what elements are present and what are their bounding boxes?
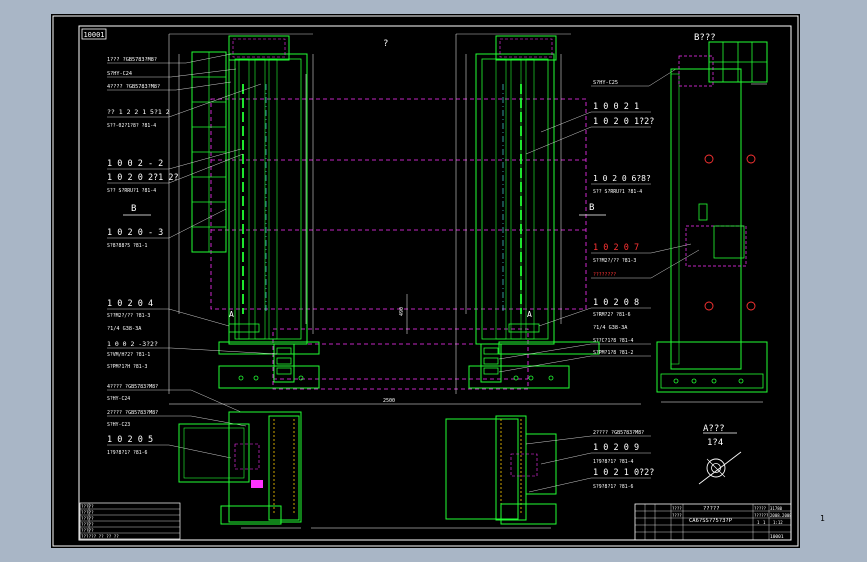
view-label-top: ? <box>383 39 388 49</box>
callout-r6-part: ???????? <box>593 272 616 278</box>
title-block-title: ????? <box>703 506 720 512</box>
callout-l13-label: S?HY-C23 <box>107 422 130 428</box>
view-b-title: B??? <box>694 33 716 43</box>
outer-frame <box>52 15 799 547</box>
view-b: B??? <box>656 33 768 403</box>
drawing-sheet[interactable]: 10001 <box>51 14 800 548</box>
callout-r9-label: S?PM?1?8 ?81-2 <box>593 350 634 356</box>
callout-r8-part: ?1/4 G38-3A <box>593 325 628 331</box>
section-mark-b-left: B <box>131 204 136 214</box>
title-block-cell-6: 1 <box>757 520 760 525</box>
callout-l5-part: 1 0 0 2 - 2 <box>107 159 163 169</box>
callout-r4-part: 1 0 2 0 6?8? <box>593 174 651 183</box>
title-block-cell-8: 1:12 <box>773 520 783 525</box>
title-block-cell-5: 2008.2008 <box>770 513 792 518</box>
revision-block: ????? ????? ????? ????? ????? ?????? ?? … <box>79 502 181 540</box>
callout-l10-label: S?VM/H?2? ?81-1 <box>107 352 150 358</box>
drawing-number: 10001 <box>770 534 784 540</box>
sheet-id-box <box>81 28 107 40</box>
section-mark-a-left: A <box>229 310 234 319</box>
callout-l6-label: S?? S?RRU?1 ?81-4 <box>107 188 156 194</box>
svg-text:490: 490 <box>399 307 405 316</box>
callout-r5-part: 1 0 2 0 7 <box>593 243 639 253</box>
rev-row-5: ????? <box>81 528 94 533</box>
title-block-cell-3: ???? <box>672 513 682 518</box>
callout-r2-part: 1 0 0 2 1 <box>593 102 639 112</box>
callout-r11-part: 1 0 2 0 9 <box>593 443 639 453</box>
rev-row-3: ????? <box>81 516 94 521</box>
callout-l6-part: 1 0 2 0 2?1 2? <box>107 173 179 183</box>
left-callouts: 1??? ?GB5783?M8? S?HY-C24 4???? ?GB5783?… <box>107 53 278 459</box>
callout-r12-label: S?9?8?1? ?81-6 <box>593 484 634 490</box>
callout-r7-label: S?RM?2? ?81-6 <box>593 312 631 318</box>
section-mark-b-right: B <box>589 203 594 213</box>
callout-l9-part: ?1/4 G38-3A <box>107 326 142 332</box>
right-assembly: S?HY-C25 1 0 0 2 1 1 0 2 0 1?2? 1 0 2 0 … <box>311 33 700 529</box>
rev-row-2: ????? <box>81 510 94 515</box>
page-mark: 1 <box>820 514 825 523</box>
callout-r4-label: S?? S?RRU?1 ?81-4 <box>593 189 642 195</box>
callout-r3-part: 1 0 2 0 1?2? <box>593 117 654 127</box>
callout-r8-label: S??C?1?8 ?81-4 <box>593 338 634 344</box>
callout-l10-part: 1 0 0 2 -3?2? <box>107 340 158 348</box>
callout-l4-part: ?? 1 2 2 1 5?1 2 <box>107 108 170 116</box>
section-a-title: A??? <box>703 424 725 434</box>
section-mark-a-right: A <box>527 310 532 319</box>
title-block-cell-2: 31780 <box>770 506 783 511</box>
callout-l7-label: S?8?88?5 ?81-1 <box>107 243 148 249</box>
callout-r12-part: 1 0 2 1 0?2? <box>593 468 654 478</box>
title-block: ????? CA6?SS?75?3?P ???? ????? 31780 ???… <box>634 503 792 541</box>
title-block-cell-4: ?????? <box>754 513 769 518</box>
callout-l8-label: S??M2?/?? ?81-3 <box>107 313 150 319</box>
rev-row-4: ????? <box>81 522 94 527</box>
callout-l12-label: S?HY-C24 <box>107 396 130 402</box>
callout-l8-part: 1 0 2 0 4 <box>107 299 153 309</box>
title-block-cell-1: ????? <box>754 506 767 511</box>
callout-r11-label: 1?9?8?1? ?81-4 <box>593 459 634 465</box>
section-a-scale: 1?4 <box>707 438 723 448</box>
right-callouts: S?HY-C25 1 0 0 2 1 1 0 2 0 1?2? 1 0 2 0 … <box>498 68 700 493</box>
callout-l11-label: S?PM?1?H ?81-3 <box>107 364 148 370</box>
inner-frame <box>78 25 792 541</box>
rev-row-1: ????? <box>81 504 94 509</box>
rev-row-6: ?????? ?? ?? ?? <box>81 534 119 539</box>
svg-text:2500: 2500 <box>383 398 395 404</box>
callout-l12-part: 4???? ?GB5783?M8? <box>107 384 158 390</box>
callout-l14-label: 1?9?8?1? ?81-6 <box>107 450 148 456</box>
title-block-subtitle: CA6?SS?75?3?P <box>689 518 733 524</box>
drawing-svg: 10001 <box>52 15 799 547</box>
callout-l3-part: 4???? ?GB5783?M8? <box>107 84 160 90</box>
callout-l2-label: S?HY-C24 <box>107 71 132 77</box>
callout-l7-part: 1 0 2 0 - 3 <box>107 228 163 238</box>
callout-r5-label: S??M2?/?? ?81-3 <box>593 258 636 264</box>
title-block-cell-0: ???? <box>672 506 682 511</box>
title-block-cell-7: 1 <box>763 520 766 525</box>
callout-l1-part: 1??? ?GB5783?M8? <box>107 57 157 63</box>
left-assembly: 490 2500 1??? ?GB5783?M8? S?HY-C24 4????… <box>107 33 641 529</box>
callout-l13-part: 2???? ?GB5783?M8? <box>107 410 158 416</box>
sheet-id: 10001 <box>83 31 104 39</box>
callout-r10-part: 2???? ?GB5783?M8? <box>593 430 644 436</box>
callout-r7-part: 1 0 2 0 8 <box>593 298 639 308</box>
callout-r1-part: S?HY-C25 <box>593 80 618 86</box>
callout-l14-part: 1 0 2 0 5 <box>107 435 153 445</box>
callout-l4-label: S??-02?1?8? ?81-4 <box>107 123 156 129</box>
section-a: A??? 1?4 <box>698 424 742 485</box>
